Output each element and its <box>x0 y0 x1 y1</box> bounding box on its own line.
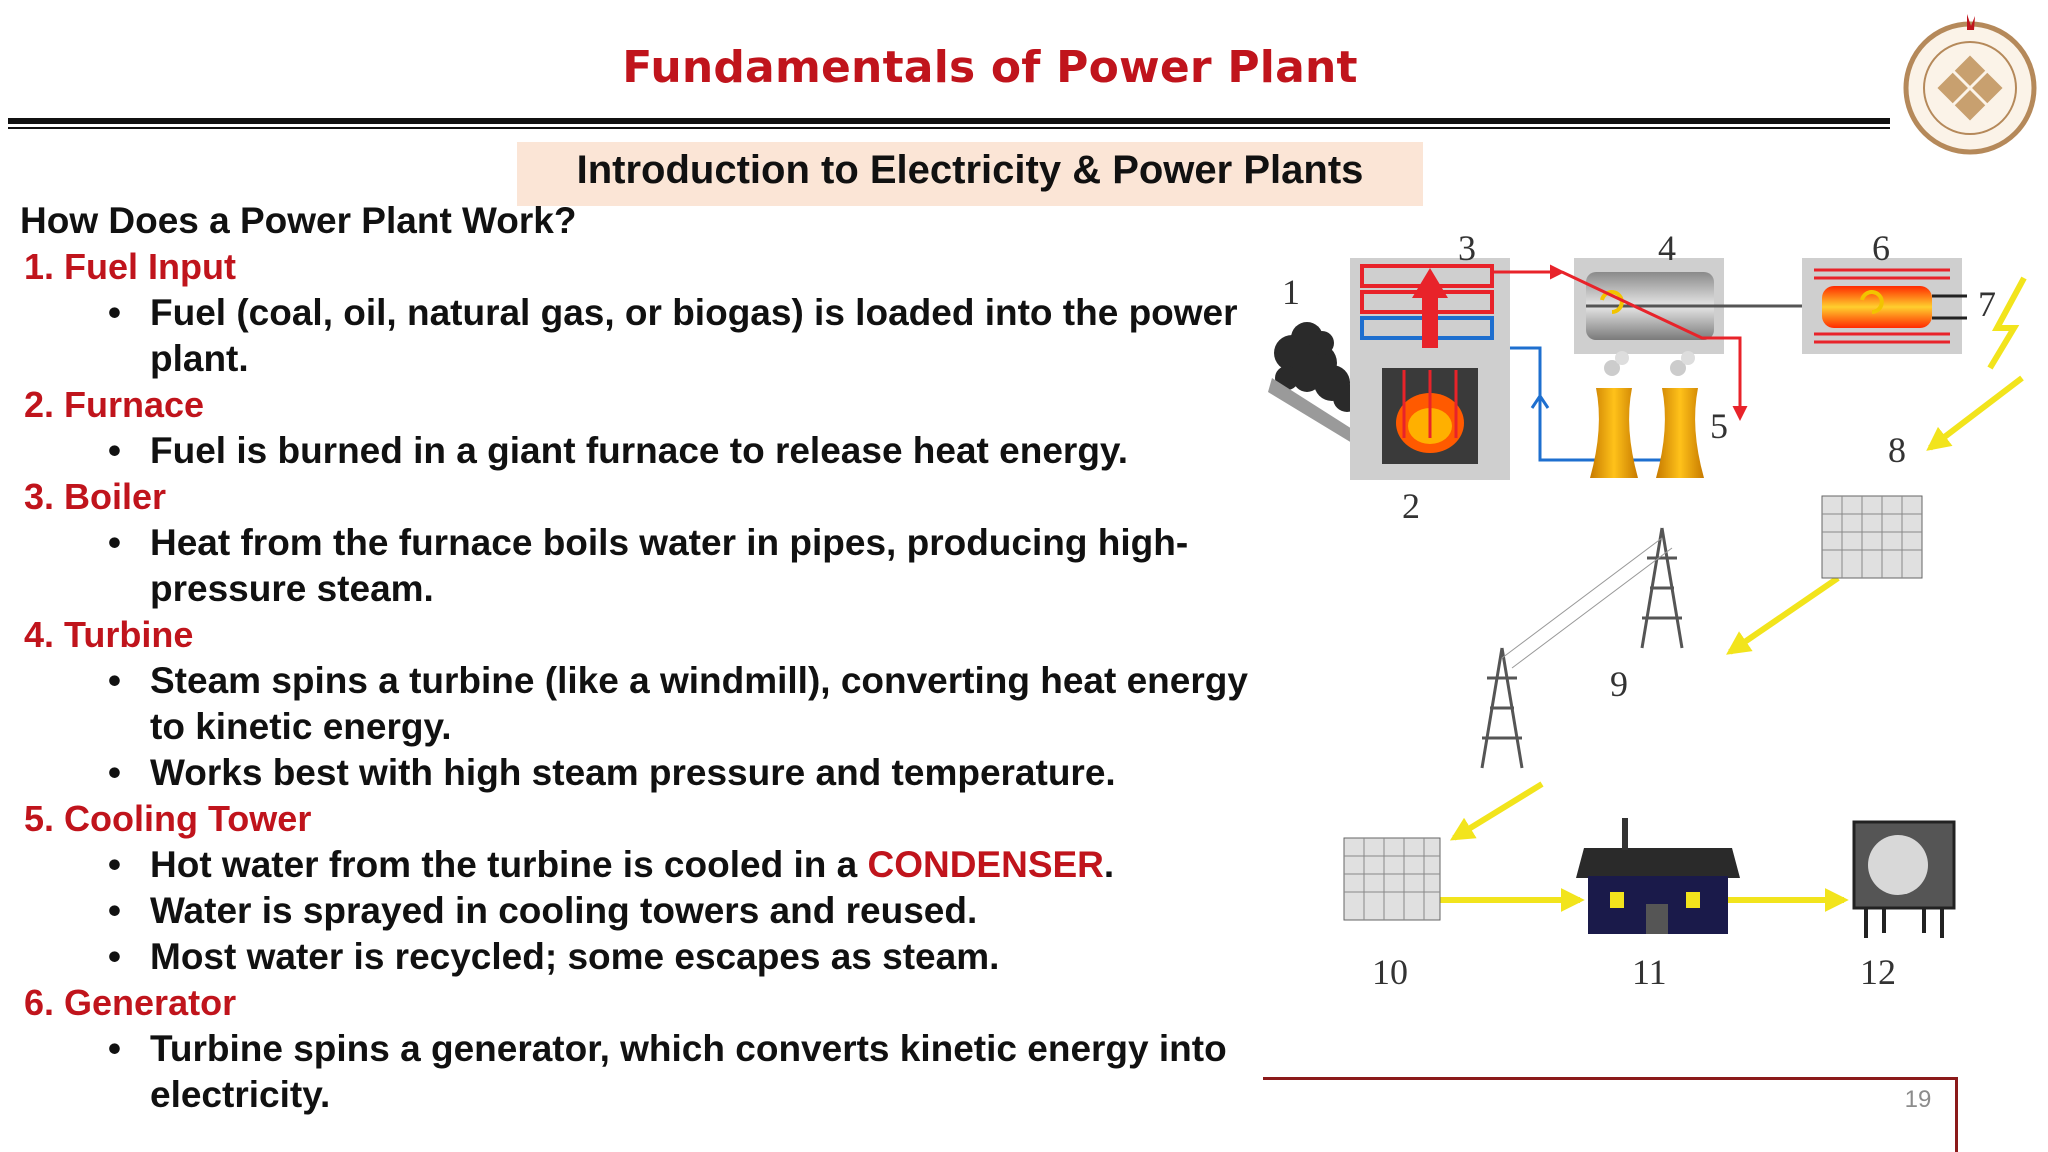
exhaust-line <box>1561 270 1748 421</box>
house <box>1576 818 1740 934</box>
step-heading: 6. Generator <box>24 982 237 1023</box>
bullet-item: Heat from the furnace boils water in pip… <box>108 520 1250 612</box>
arrow-to-step-down <box>1449 781 1544 841</box>
bullet-item-condenser: Hot water from the turbine is cooled in … <box>108 842 1250 888</box>
label-2: 2 <box>1402 486 1420 526</box>
bullet-item: Water is sprayed in cooling towers and r… <box>108 888 1250 934</box>
step-heading: 3. Boiler <box>24 476 167 517</box>
bullet-item: Steam spins a turbine (like a windmill),… <box>108 658 1250 750</box>
label-11: 11 <box>1632 952 1667 992</box>
arrow-to-lines <box>1726 575 1840 655</box>
university-logo <box>1903 14 2037 155</box>
television <box>1852 820 1956 938</box>
label-9: 9 <box>1610 664 1628 704</box>
bullet-item: Most water is recycled; some escapes as … <box>108 934 1250 980</box>
lightning-bolt <box>1987 276 2027 370</box>
label-7: 7 <box>1978 284 1996 324</box>
bullet-item: Fuel (coal, oil, natural gas, or biogas)… <box>108 290 1250 382</box>
condenser-highlight: CONDENSER <box>867 844 1104 885</box>
step-heading: 5. Cooling Tower <box>24 798 312 839</box>
step-heading: 2. Furnace <box>24 384 205 425</box>
label-8: 8 <box>1888 430 1906 470</box>
section-question: How Does a Power Plant Work? <box>20 200 577 241</box>
bullet-item: Turbine spins a generator, which convert… <box>108 1026 1250 1118</box>
slide-title: Fundamentals of Power Plant <box>622 42 1358 93</box>
step-heading: 1. Fuel Input <box>24 246 236 287</box>
slide-subtitle: Introduction to Electricity & Power Plan… <box>576 148 1364 192</box>
title-divider <box>8 118 1890 124</box>
bullet-text-end: . <box>1103 844 1115 885</box>
footer-frame-top <box>1263 1077 1958 1080</box>
content-column: How Does a Power Plant Work? 1. Fuel Inp… <box>20 198 1250 1118</box>
page-number: 19 <box>1904 1086 1932 1113</box>
bullet-item: Works best with high steam pressure and … <box>108 750 1250 796</box>
power-plant-diagram: 1 2 3 4 5 6 7 8 9 10 11 12 <box>1268 228 2027 992</box>
cooling-towers <box>1590 351 1704 478</box>
label-3: 3 <box>1458 228 1476 268</box>
label-12: 12 <box>1860 952 1896 992</box>
bullet-text: Hot water from the turbine is cooled in … <box>150 844 868 885</box>
label-10: 10 <box>1372 952 1408 992</box>
label-6: 6 <box>1872 228 1890 268</box>
heat-up-arrow <box>1412 268 1448 348</box>
label-5: 5 <box>1710 406 1728 446</box>
transmission-towers <box>1480 527 1684 769</box>
label-1: 1 <box>1282 272 1300 312</box>
footer-frame-right <box>1955 1077 1958 1152</box>
subtitle-banner <box>517 142 1423 206</box>
step-down-substation <box>1343 837 1441 921</box>
title-divider-thin <box>8 127 1890 129</box>
arrow-to-substation <box>1926 375 2024 451</box>
coal-pile <box>1274 322 1361 412</box>
generator-rotor <box>1822 286 1932 328</box>
label-4: 4 <box>1658 228 1676 268</box>
step-up-substation <box>1821 495 1923 579</box>
bullet-item: Fuel is burned in a giant furnace to rel… <box>108 428 1250 474</box>
step-heading: 4. Turbine <box>24 614 194 655</box>
